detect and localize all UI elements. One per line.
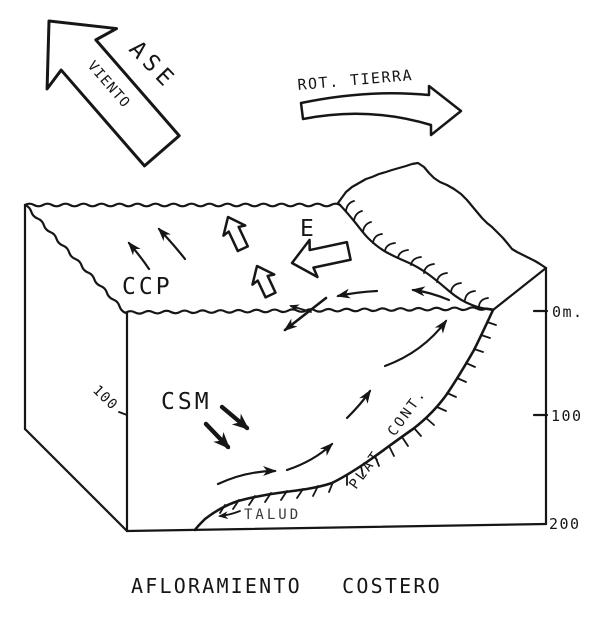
sea-surface-back-edge (23, 202, 342, 208)
bottom-flow-arrow-1 (216, 466, 277, 486)
box-left-bottom-edge (23, 427, 129, 533)
sea-surface-left-edge (23, 203, 127, 315)
coast-hatching (345, 200, 489, 307)
depth-label-0m: 0m. (552, 303, 584, 321)
block-edges (23, 202, 548, 533)
subsurface-annotations: CSM (161, 319, 448, 486)
csm-arrow-1 (219, 404, 250, 431)
mountain-ridge (336, 161, 548, 270)
ccp-current-arrow-2 (157, 227, 187, 261)
rot-tierra-label: ROT. TIERRA (297, 66, 414, 94)
talud-label: TALUD (244, 507, 301, 523)
depth-label-100: 100 (551, 407, 583, 425)
bottom-flow-arrow-3 (345, 389, 372, 420)
ekman-transport-arrow (290, 238, 352, 279)
figure-title: AFLORAMIENTO COSTERO (131, 574, 442, 598)
box-front-bottom-edge (125, 522, 548, 533)
wind-arrow (45, 19, 181, 168)
land-group (336, 161, 548, 312)
ekman-label: E (300, 216, 317, 242)
slope-hatching (219, 321, 497, 514)
left-depth-label-100: 100 (89, 382, 120, 413)
left-depth-mark: 100 (89, 382, 128, 416)
talud-pointer-arrow (218, 510, 241, 520)
coastal-upwelling-arrow (383, 319, 448, 368)
depth-scale: 0m. 100 200 (532, 303, 584, 533)
csm-label: CSM (161, 389, 212, 415)
left-depth-tick (118, 411, 128, 416)
coastline (337, 202, 495, 312)
plat-cont-label: PLAT. CONT. (346, 386, 430, 493)
upwelling-hollow-arrow-2 (251, 264, 277, 299)
earth-rotation-group: ROT. TIERRA (297, 66, 463, 137)
upwelling-hollow-arrow-1 (222, 215, 250, 253)
ccp-current-arrow-1 (127, 241, 151, 271)
surface-annotations: CCP E (122, 215, 451, 332)
offshore-surface-arrow-1 (411, 286, 451, 302)
offshore-surface-arrow-2 (336, 288, 379, 299)
csm-arrow-2 (203, 421, 231, 450)
wind-arrow-group: VIENTO ASE (45, 19, 182, 168)
bottom-flow-arrow-2 (285, 442, 334, 472)
land-cut-edge (491, 266, 548, 312)
earth-rotation-arrow (299, 84, 463, 137)
ccp-label: CCP (122, 274, 173, 300)
sinking-arrow (283, 296, 328, 332)
continental-slope (193, 308, 495, 532)
depth-label-200: 200 (549, 515, 581, 533)
